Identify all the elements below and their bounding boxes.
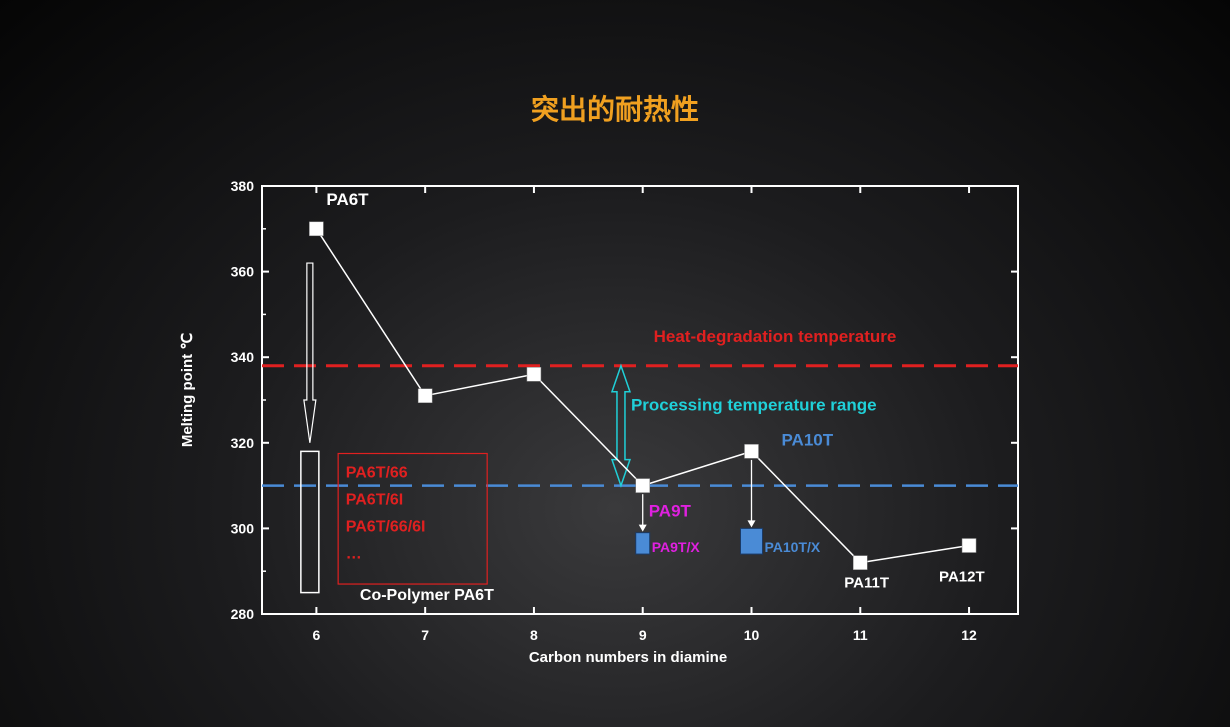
derivative-label: PA10T/X (764, 539, 820, 555)
x-tick-label: 6 (312, 627, 320, 643)
x-tick-label: 11 (853, 627, 868, 643)
copolymer-range-bar (300, 450, 320, 594)
data-point (635, 478, 650, 493)
derivative-arrowhead (747, 520, 756, 528)
x-tick-label: 7 (421, 627, 429, 643)
derivative-box (635, 532, 651, 555)
y-tick-label: 340 (231, 349, 255, 365)
page-title: 突出的耐热性 (530, 93, 699, 126)
y-tick-label: 360 (231, 264, 255, 280)
data-point-label: PA6T (326, 190, 369, 209)
data-point (417, 388, 433, 403)
y-tick-label: 320 (231, 435, 255, 451)
x-axis-label: Carbon numbers in diamine (529, 649, 727, 666)
data-point (744, 444, 759, 459)
copolymer-item: … (346, 546, 362, 563)
x-tick-label: 9 (639, 627, 647, 643)
data-point (309, 221, 324, 237)
data-point-label: PA9T (649, 502, 692, 521)
data-point-label: PA12T (939, 569, 985, 586)
derivative-arrowhead (638, 524, 647, 532)
copolymer-item: PA6T/66 (346, 465, 408, 482)
heat-degradation-label: Heat-degradation temperature (654, 327, 897, 346)
x-tick-label: 10 (744, 627, 760, 643)
y-axis-label: Melting point ℃ (179, 333, 196, 447)
derivative-box (739, 527, 763, 555)
data-point-label: PA10T (781, 430, 833, 449)
y-tick-label: 380 (231, 178, 255, 194)
derivative-label: PA9T/X (652, 539, 701, 555)
data-point-label: PA11T (844, 575, 889, 592)
copolymer-arrow (303, 262, 317, 443)
y-tick-label: 280 (231, 606, 255, 622)
data-point (526, 367, 542, 382)
processing-range-arrow (610, 363, 632, 488)
x-tick-label: 8 (530, 627, 538, 643)
data-point (961, 538, 977, 553)
copolymer-box (337, 452, 488, 585)
copolymer-item: PA6T/66/6I (346, 519, 426, 536)
x-tick-label: 12 (961, 627, 977, 643)
copolymer-item: PA6T/6I (346, 492, 404, 509)
copolymer-label: Co-Polymer PA6T (360, 587, 494, 604)
y-tick-label: 300 (231, 520, 255, 536)
data-point (853, 555, 868, 570)
processing-range-label: Processing temperature range (631, 395, 877, 414)
